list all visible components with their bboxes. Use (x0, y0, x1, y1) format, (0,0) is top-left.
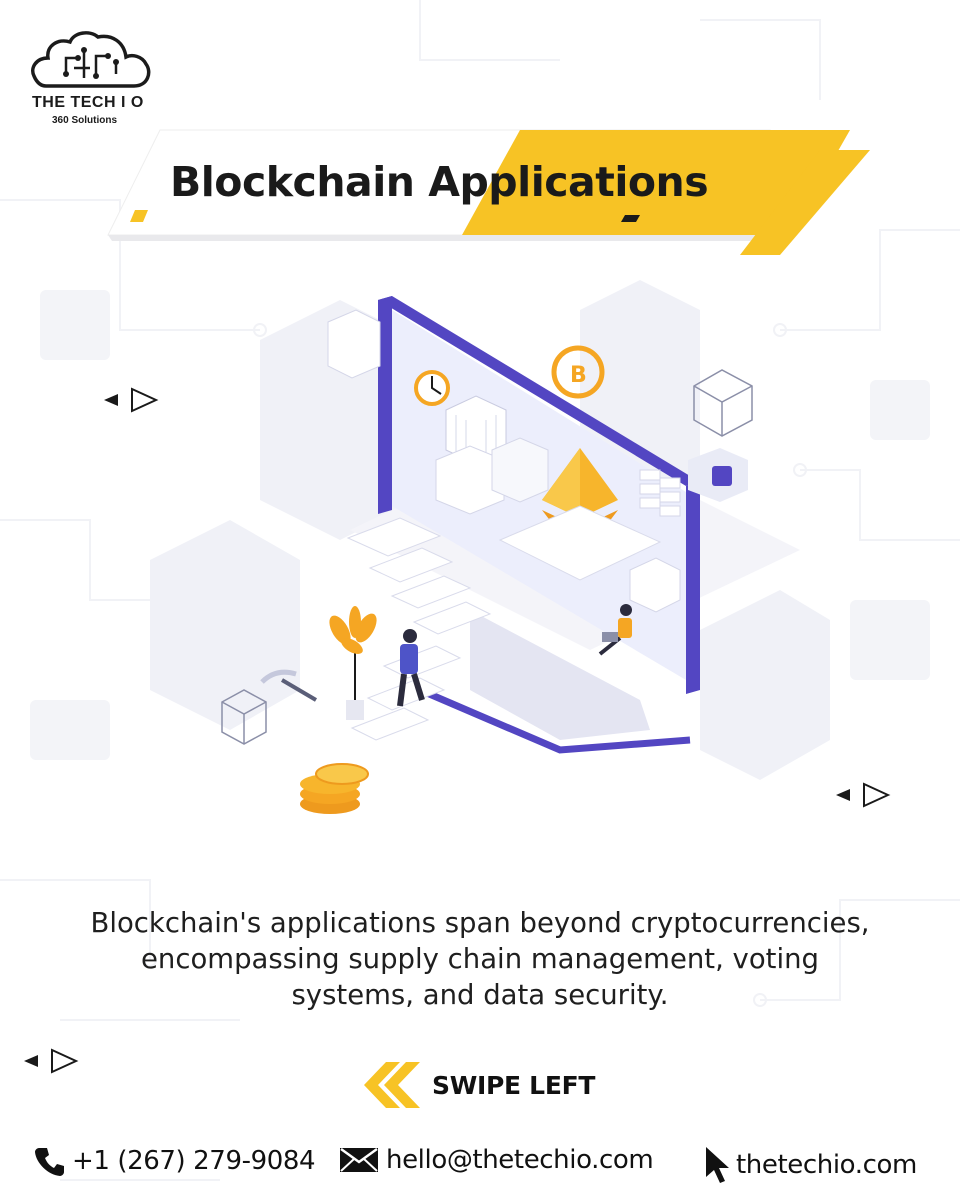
swipe-left-cta[interactable]: SWIPE LEFT (362, 1060, 595, 1110)
title-banner (107, 129, 870, 255)
phone-icon (35, 1148, 64, 1176)
brand-tagline: 360 Solutions (52, 115, 118, 126)
phone-number: +1 (267) 279-9084 (72, 1146, 316, 1176)
description-text: Blockchain's applications span beyond cr… (90, 907, 870, 1011)
mail-icon (340, 1147, 378, 1172)
website-url: thetechio.com (736, 1150, 917, 1180)
bitcoin-icon: B (570, 363, 587, 388)
page-title: Blockchain Applications (170, 158, 709, 206)
swipe-left-label: SWIPE LEFT (432, 1070, 596, 1100)
phone-contact[interactable]: +1 (267) 279-9084 (34, 1145, 316, 1177)
double-chevron-left-icon (364, 1062, 420, 1108)
brand-name: THE TECH I O (32, 94, 144, 111)
website-contact[interactable]: thetechio.com (704, 1145, 917, 1185)
play-arrow-icon (100, 385, 160, 415)
play-arrow-icon (20, 1046, 80, 1076)
cursor-icon (706, 1147, 729, 1183)
email-contact[interactable]: hello@thetechio.com (338, 1145, 654, 1175)
blockchain-illustration: B (150, 280, 830, 814)
email-address: hello@thetechio.com (386, 1145, 654, 1175)
play-arrow-icon (832, 780, 892, 810)
cloud-circuit-logo (31, 31, 151, 88)
